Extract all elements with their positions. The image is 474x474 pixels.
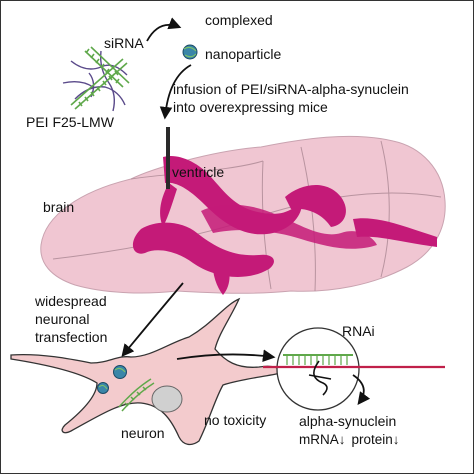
result-label-line2: mRNA↓protein↓ <box>299 432 400 447</box>
ventricle-system <box>132 155 437 295</box>
released-sirna-icon <box>118 378 155 412</box>
brain-label: brain <box>43 199 74 215</box>
infusion-needle <box>166 127 170 189</box>
pei-label: PEI F25-LMW <box>26 114 115 130</box>
infusion-label-line1: infusion of PEI/siRNA-alpha-synuclein <box>173 81 409 97</box>
nanoparticle-icon <box>182 44 198 60</box>
protein-down-arrow-icon: ↓ <box>393 432 400 447</box>
mrna-down-arrow-icon: ↓ <box>339 432 346 447</box>
rnai-mechanism <box>263 327 445 411</box>
result-label-line1: alpha-synuclein <box>299 413 396 429</box>
complexation-arrow <box>146 17 182 42</box>
no-toxicity-label: no toxicity <box>204 412 266 428</box>
transfection-arrow <box>121 282 184 357</box>
protein-label: protein <box>352 432 393 447</box>
transfection-label-line3: transfection <box>35 329 107 345</box>
complexed-label: complexed <box>205 12 273 28</box>
sirna-label: siRNA <box>104 35 144 51</box>
cleavage-mark <box>313 360 328 396</box>
intracellular-nanoparticle-icon <box>97 382 109 394</box>
sirna-strands-icon <box>70 46 130 110</box>
pei-sirna-cluster-icon <box>62 46 130 112</box>
nanoparticle-label: nanoparticle <box>205 46 281 62</box>
internalized-nanoparticle-icon <box>113 365 127 379</box>
mrna-label: mRNA <box>299 432 339 447</box>
rnai-zoom-circle <box>276 327 360 411</box>
nucleus-icon <box>151 385 183 413</box>
neuron-cell-body <box>10 297 282 446</box>
base-pairing <box>286 355 348 365</box>
cleavage-cross <box>308 374 332 380</box>
transfection-label-line2: neuronal <box>35 311 90 327</box>
outcome-arrow <box>352 374 371 406</box>
neuron-illustration <box>10 297 282 446</box>
mouse-brain-illustration <box>40 135 446 295</box>
infusion-label-line2: into overexpressing mice <box>173 99 328 115</box>
rnai-arrow <box>176 349 276 362</box>
infusion-arrow <box>159 64 192 120</box>
neuron-label: neuron <box>121 425 165 441</box>
ventricle-label: ventricle <box>172 164 224 180</box>
transfection-label-line1: widespread <box>34 293 107 309</box>
rnai-label: RNAi <box>342 323 375 339</box>
